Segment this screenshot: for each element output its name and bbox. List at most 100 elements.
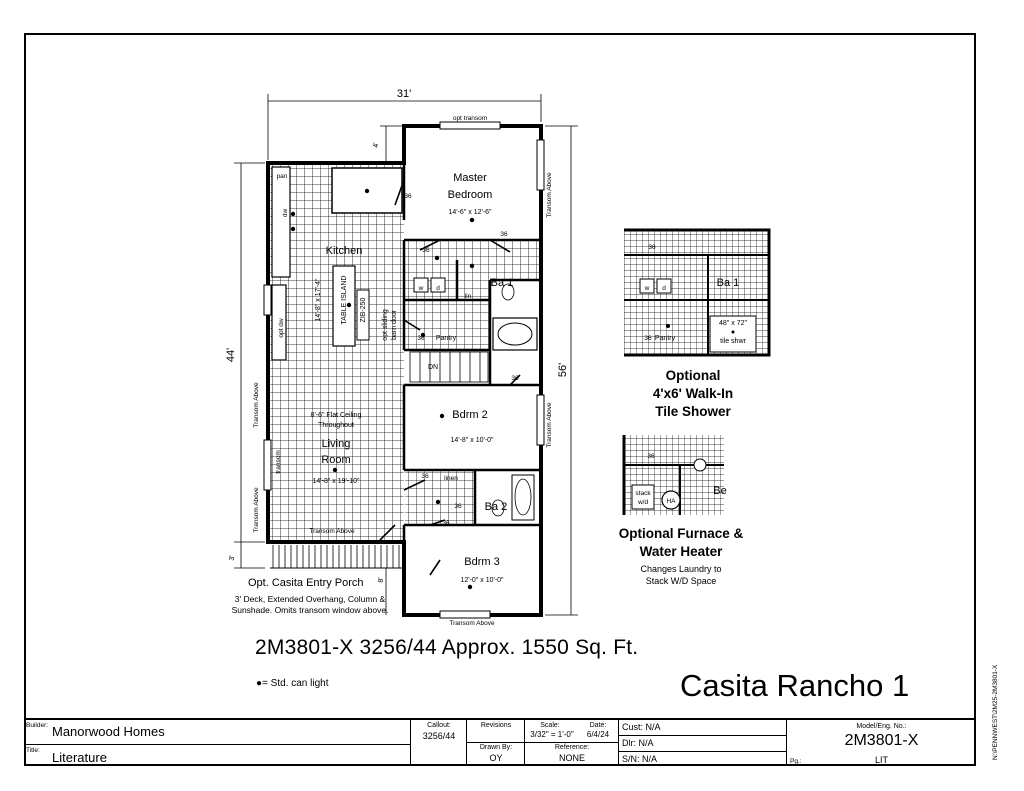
customer-cell: Cust: N/A Dlr: N/A S/N: N/A [619, 720, 787, 766]
plan-headline: 2M3801-X 3256/44 Approx. 1550 Sq. Ft. [255, 636, 639, 659]
ha-label: HA [666, 498, 676, 505]
ceiling-note-1: 8'-6" Flat Ceiling [311, 412, 362, 419]
model-cell: Model/Eng. No.: 2M3801-X Pg.: LIT [787, 720, 976, 766]
dlr-value: Dlr: N/A [622, 738, 654, 748]
room-living-name: Living [322, 438, 351, 450]
door-size-1: 36 [404, 193, 412, 200]
opt-transom-label: opt transom [453, 115, 487, 122]
plan-labels: 31' 44' 56' 4' 3' 8' opt transom Transom… [225, 88, 747, 627]
island-label: TABLE ISLAND [341, 276, 348, 325]
callout-value: 3256/44 [422, 731, 456, 741]
room-master-name: Master [453, 172, 487, 184]
exterior-walls [266, 124, 543, 617]
linen-label: linen [444, 475, 458, 482]
scale-value: 3/32" = 1'-0" [530, 730, 574, 739]
room-living-dim: 14'-8" x 19'-10" [313, 478, 360, 485]
tiled-floor-areas [270, 128, 540, 540]
dim-overall-depth-right: 56' [557, 363, 569, 377]
room-bdrm3-name: Bdrm 3 [464, 556, 499, 568]
title-value: Literature [52, 750, 107, 765]
builder-value: Manorwood Homes [52, 724, 165, 739]
option-shower-title: Optional 4'x6' Walk-In Tile Shower [652, 368, 734, 419]
transom-label-bdrm3: Transom Above [449, 620, 495, 627]
builder-cell: Builder: Manorwood Homes Title: Literatu… [24, 720, 411, 766]
scale-cell: Scale: 3/32" = 1'-0" Date: 6/4/24 Refere… [525, 720, 619, 766]
transom-label-porch: Transom Above [309, 528, 355, 535]
sn-value: S/N: N/A [622, 754, 658, 764]
dim-overall-depth-left: 44' [225, 348, 237, 362]
drawn-by-value: OY [489, 753, 503, 763]
door-size-4: 36 [417, 335, 425, 342]
file-path-code: N:\PENNWEST\2M25-2M3801-X [992, 664, 999, 760]
stairs [409, 351, 489, 383]
room-kitchen-dim: 14'-8" x 17'-4" [315, 278, 322, 322]
room-bdrm2-name: Bdrm 2 [452, 409, 487, 421]
transom-label-living-2: Transom Above [253, 487, 260, 533]
pantry-small-label: pan [277, 173, 288, 180]
lin-label: lin [465, 293, 472, 300]
ceiling-note-2: Throughout [318, 422, 354, 429]
model-value: 2M3801-X [844, 732, 919, 749]
opt-pantry-label: Pantry [655, 335, 676, 342]
dim-porch-depth: 3' [229, 555, 236, 560]
option-furnace-title: Optional Furnace & Water Heater [618, 526, 744, 559]
dimension-lines [234, 94, 578, 616]
room-bdrm2-dim: 14'-8" x 10'-0" [450, 437, 494, 444]
opt-dw-label: opt dw [278, 318, 285, 337]
option-furnace-plan [622, 435, 724, 515]
tile-shower-label: tile shwr [720, 338, 746, 345]
door-size-7: 36 [454, 503, 462, 510]
room-master-name-2: Bedroom [448, 189, 493, 201]
reference-value: NONE [558, 753, 585, 763]
cust-value: Cust: N/A [622, 722, 661, 732]
opt-dryer-label: d [662, 285, 666, 292]
opt-door-size-2: 36 [644, 335, 652, 342]
opt-ba1-label: Ba 1 [717, 277, 740, 289]
option-shower-plan [624, 228, 771, 357]
room-kitchen-name: Kitchen [326, 245, 363, 257]
doors [379, 179, 521, 576]
door-size-6: 36 [421, 473, 429, 480]
dim-offset-top: 4' [373, 142, 380, 147]
date-value: 6/4/24 [586, 730, 610, 739]
drawing-sheet [24, 33, 976, 766]
transom-label-master: Transom Above [546, 172, 553, 218]
dim-offset-bottom: 8' [378, 577, 385, 582]
porch-deck [272, 545, 402, 568]
dryer-label: d [436, 285, 440, 292]
door-size-2: 36 [500, 231, 508, 238]
opt-door-size-1: 36 [648, 244, 656, 251]
pantry-label: Pantry [436, 335, 457, 342]
room-living-name-2: Room [321, 454, 350, 466]
room-bdrm3-dim: 12'-0" x 10'-0" [460, 577, 504, 584]
transom-label-living: Transom Above [253, 382, 260, 428]
stack-wd-label: w/d [637, 499, 649, 506]
legend-can-light: ●= Std. can light [256, 678, 329, 689]
dw-label: dw [282, 209, 289, 218]
page-value: LIT [874, 755, 888, 765]
door-size-5: 36 [511, 375, 519, 382]
can-lights [290, 188, 475, 590]
barn-door-label-2: barn door [391, 309, 398, 340]
option-furnace-subtitle: Changes Laundry to Stack W/D Space [640, 564, 722, 586]
opt2-door-size: 36 [647, 453, 655, 460]
stack-label: stack [635, 490, 651, 497]
title-block: Builder: Manorwood Homes Title: Literatu… [24, 718, 976, 766]
opt2-ba-label: Be [713, 485, 726, 497]
kitchen-counter [271, 166, 291, 278]
transom-label-small: transom [275, 450, 282, 473]
room-ba2-name: Ba 2 [485, 501, 508, 513]
tile-shower-dim: 48" x 72" [719, 320, 747, 327]
interior-walls [402, 163, 540, 615]
dim-overall-width: 31' [397, 88, 411, 100]
opt-washer-label: w [644, 285, 650, 292]
master-tub [492, 317, 538, 351]
porch-title: Opt. Casita Entry Porch [248, 577, 364, 589]
washer-label: w [418, 285, 424, 292]
room-ba1-name: Ba 1 [491, 277, 514, 289]
table-island [332, 265, 356, 347]
door-size-8: 36 [442, 520, 450, 527]
callout-cell: Callout: 3256/44 [411, 720, 467, 766]
model-name: Casita Rancho 1 [680, 668, 910, 703]
